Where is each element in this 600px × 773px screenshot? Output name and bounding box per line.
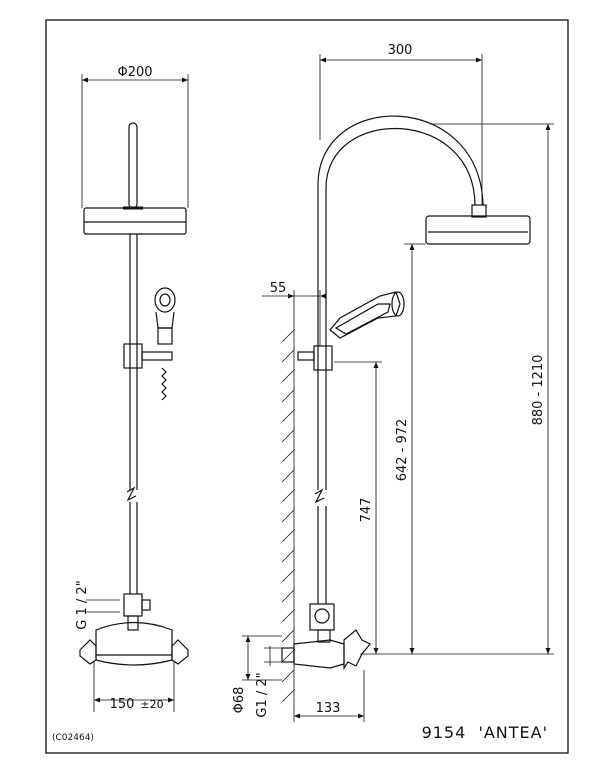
dim-bar-range: 642 - 972 bbox=[395, 419, 410, 482]
dim-centers: 150 bbox=[110, 697, 135, 712]
side-hand-shower bbox=[329, 291, 401, 339]
dim-thread-right: G1 / 2" bbox=[255, 672, 270, 717]
dim-bar-height: 747 bbox=[359, 498, 374, 523]
front-right-handle bbox=[171, 639, 189, 665]
side-arrows bbox=[245, 57, 551, 719]
dim-thread-left: G 1 / 2" bbox=[75, 580, 90, 629]
dim-wall-offset: 55 bbox=[270, 281, 287, 296]
dim-depth: 133 bbox=[316, 701, 341, 716]
front-left-handle bbox=[79, 639, 97, 665]
side-cross-handle bbox=[343, 629, 371, 670]
side-diverter bbox=[309, 603, 335, 631]
front-diverter bbox=[123, 593, 143, 617]
drawing-title: 9154 'ANTEA' bbox=[422, 723, 548, 742]
side-gooseneck-arm bbox=[317, 115, 484, 490]
dim-head-diameter: Φ200 bbox=[117, 65, 152, 80]
drawing-border bbox=[45, 19, 569, 754]
front-shower-head bbox=[83, 207, 187, 235]
side-slider bbox=[313, 345, 333, 371]
side-dimension-lines bbox=[242, 54, 554, 722]
front-view bbox=[79, 122, 189, 666]
front-slider bbox=[123, 343, 143, 369]
side-view bbox=[281, 115, 531, 670]
front-hand-shower bbox=[154, 287, 176, 313]
front-dimension-lines bbox=[81, 74, 189, 712]
front-mixer-body bbox=[95, 621, 173, 666]
dim-centers-tol: ±20 bbox=[140, 698, 163, 711]
side-mixer-body bbox=[293, 639, 345, 669]
wall-hatch bbox=[281, 318, 295, 703]
drawing-code: (C02464) bbox=[52, 733, 94, 743]
dim-arm-reach: 300 bbox=[388, 43, 413, 58]
dim-total-height: 880 - 1210 bbox=[531, 355, 546, 426]
side-shower-head bbox=[425, 215, 531, 245]
front-arrows bbox=[82, 77, 188, 703]
dim-flange-diameter: Φ68 bbox=[232, 687, 247, 714]
